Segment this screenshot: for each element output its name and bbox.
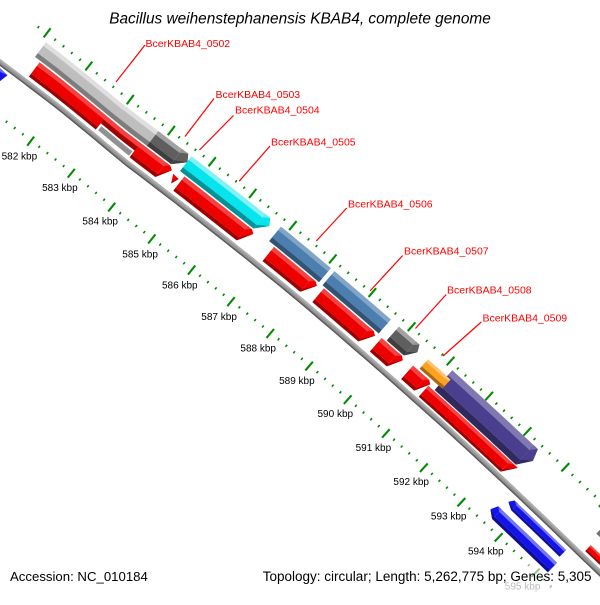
svg-text:BcerKBAB4_0503: BcerKBAB4_0503 [216,89,301,101]
svg-text:BcerKBAB4_0509: BcerKBAB4_0509 [483,313,568,325]
svg-text:BcerKBAB4_0505: BcerKBAB4_0505 [271,137,356,149]
svg-text:BcerKBAB4_0506: BcerKBAB4_0506 [348,199,433,211]
svg-text:BcerKBAB4_0504: BcerKBAB4_0504 [235,105,320,117]
svg-text:Topology: circular; Length: 5,: Topology: circular; Length: 5,262,775 bp… [263,569,592,584]
svg-text:BcerKBAB4_0502: BcerKBAB4_0502 [146,38,231,50]
svg-text:593 kbp: 593 kbp [431,511,467,522]
svg-text:BcerKBAB4_0507: BcerKBAB4_0507 [404,246,489,258]
svg-text:590 kbp: 590 kbp [318,409,354,420]
svg-text:589 kbp: 589 kbp [279,376,315,387]
svg-text:Bacillus weihenstephanensis KB: Bacillus weihenstephanensis KBAB4, compl… [109,10,491,27]
svg-text:BcerKBAB4_0508: BcerKBAB4_0508 [447,285,532,297]
svg-text:592 kbp: 592 kbp [393,477,429,488]
svg-text:585 kbp: 585 kbp [122,249,158,260]
svg-text:583 kbp: 583 kbp [42,183,78,194]
svg-text:594 kbp: 594 kbp [468,546,504,557]
svg-text:588 kbp: 588 kbp [240,344,276,355]
svg-text:584 kbp: 584 kbp [82,217,118,228]
svg-text:582 kbp: 582 kbp [2,151,38,162]
svg-text:Accession: NC_010184: Accession: NC_010184 [10,569,148,584]
svg-text:591 kbp: 591 kbp [356,443,392,454]
svg-text:587 kbp: 587 kbp [201,312,237,323]
svg-text:586 kbp: 586 kbp [162,280,198,291]
